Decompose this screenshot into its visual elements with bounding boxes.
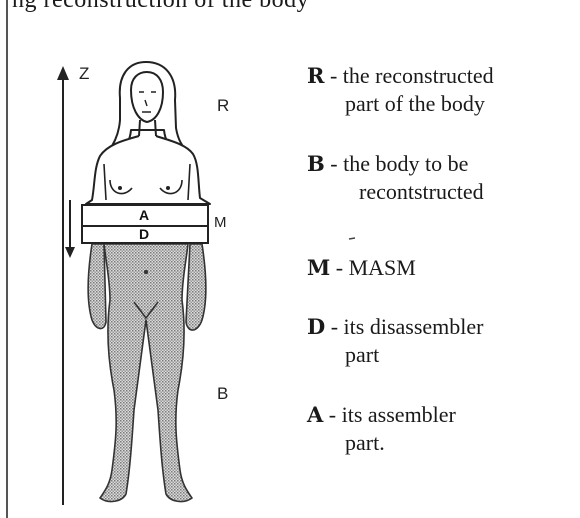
region-label-r: R <box>217 96 229 116</box>
legend-text: its disassembler <box>344 314 484 339</box>
z-axis <box>57 66 69 505</box>
legend-key: R <box>307 63 324 88</box>
legend-text: its assembler <box>342 402 456 427</box>
reconstructed-upper-body <box>86 62 210 204</box>
legend-text-continued: part of the body <box>307 90 494 118</box>
legend-text-continued: recontstructed <box>307 178 484 206</box>
legend-text-continued: part. <box>307 429 456 457</box>
legend-text: the body to be <box>343 151 468 176</box>
legend-item-b: B - the body to be recontstructed <box>307 150 484 206</box>
z-axis-label: Z <box>79 64 89 84</box>
legend-key: D <box>307 314 325 339</box>
scan-direction-arrow <box>65 200 75 258</box>
legend-text: MASM <box>349 255 416 280</box>
legend-item-m: M - MASM <box>307 254 416 282</box>
legend-item-d: D - its disassembler part <box>307 313 483 369</box>
region-label-m: M <box>214 214 227 231</box>
legend-key: B <box>307 151 325 176</box>
legend-item-a: A - its assembler part. <box>307 401 456 457</box>
lower-body-to-reconstruct <box>88 244 206 501</box>
legend-key: M <box>307 255 330 280</box>
region-label-b: B <box>217 384 228 404</box>
legend-key: A <box>307 402 323 427</box>
band-label-d: D <box>139 226 149 242</box>
legend-item-r: R - the reconstructed part of the body <box>307 62 494 118</box>
legend-text-continued: part <box>307 341 483 369</box>
stray-mark <box>349 238 355 239</box>
band-label-a: A <box>139 207 149 223</box>
legend-text: the reconstructed <box>343 63 494 88</box>
